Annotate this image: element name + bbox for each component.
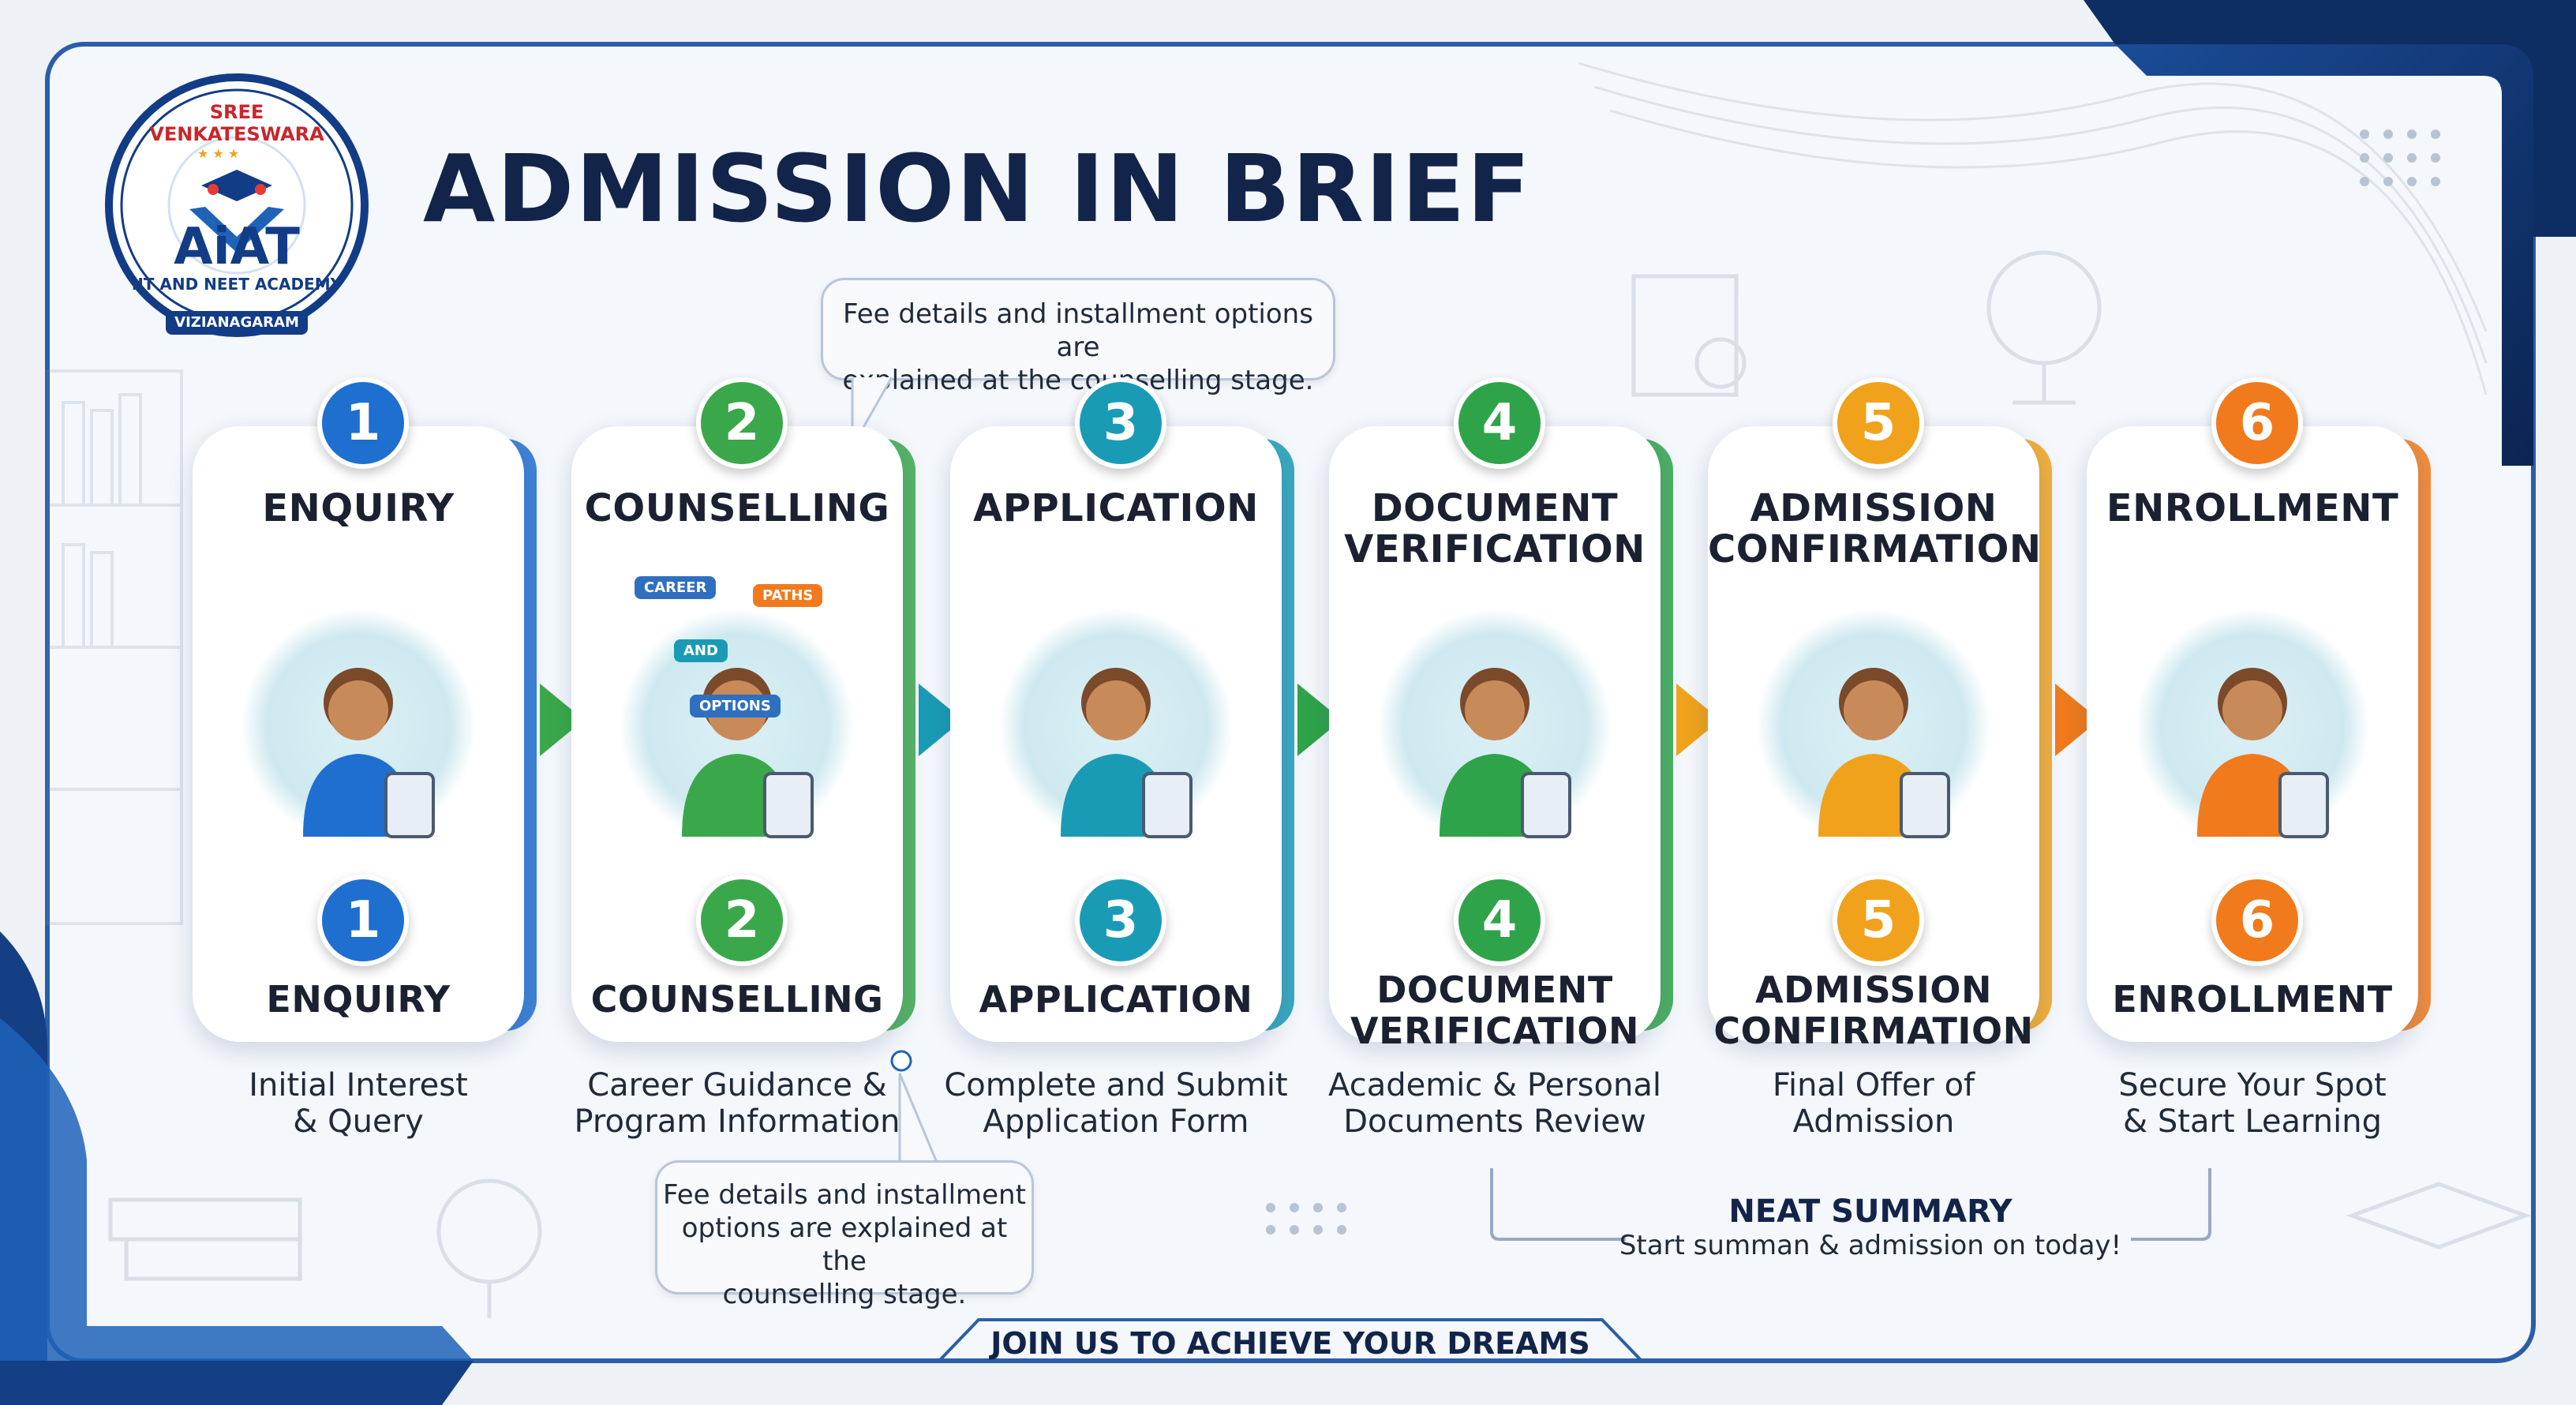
student-phone-icon (303, 668, 435, 838)
step-description-line: & Query (293, 1103, 424, 1140)
step-number-badge-secondary: 2 (696, 875, 788, 966)
logo-arc-bottom: IIT AND NEET ACADEMY (131, 275, 343, 294)
step-description-line: & Start Learning (2123, 1103, 2382, 1140)
step-subtitle: COUNSELLING (571, 979, 903, 1020)
summary-text: Start summan & admission on today! (1619, 1230, 2122, 1261)
step-title: ENQUIRY (193, 488, 524, 529)
step-description-line: Initial Interest (249, 1067, 468, 1103)
callout-bottom-line2: options are explained at the (681, 1212, 1008, 1277)
step-subtitle-line: ADMISSION (1754, 969, 1993, 1011)
step-title-line: COUNSELLING (584, 486, 890, 530)
step-subtitle-line: APPLICATION (979, 978, 1253, 1021)
logo-arc-top: SREE VENKATESWARA (149, 101, 324, 145)
callout-bottom-line3: counselling stage. (722, 1279, 967, 1310)
footer-tagline: JOIN US TO ACHIEVE YOUR DREAMS (990, 1326, 1590, 1361)
step-subtitle-line: DOCUMENT (1376, 969, 1613, 1011)
step-subtitle: ENROLLMENT (2087, 979, 2418, 1020)
callout-top: Fee details and installment options are … (821, 278, 1335, 396)
logo-emblem-icon: ★ ★ ★ (105, 73, 369, 337)
step-description: Secure Your Spot& Start Learning (2047, 1067, 2458, 1140)
step-description-line: Final Offer of (1772, 1067, 1975, 1103)
step-subtitle-line: ENROLLMENT (2112, 978, 2393, 1021)
step-title: COUNSELLING (571, 488, 903, 529)
step-title: ENROLLMENT (2087, 488, 2418, 529)
callout-bottom-line1: Fee details and installment (663, 1179, 1026, 1211)
callout-bottom-tail (890, 1050, 941, 1175)
step-number-badge: 6 (2211, 377, 2303, 469)
step-subtitle-line: ENQUIRY (266, 978, 451, 1021)
step-description-line: Secure Your Spot (2118, 1067, 2387, 1103)
step-title-line: VERIFICATION (1344, 527, 1646, 571)
step-number-badge: 3 (1075, 377, 1166, 469)
counselling-session-icon (682, 668, 814, 838)
step-number-badge-secondary: 6 (2211, 875, 2303, 966)
callout-bottom: Fee details and installment options are … (655, 1160, 1034, 1310)
step-description-line: Application Form (983, 1103, 1249, 1140)
step-number-badge: 5 (1833, 377, 1924, 469)
callout-top-line1: Fee details and installment options are (843, 298, 1313, 363)
signpost-label: PATHS (753, 584, 823, 607)
academy-logo: ★ ★ ★ SREE VENKATESWARA AiAT IIT AND NEE… (103, 71, 371, 339)
step-title-line: ADMISSION (1750, 486, 1998, 530)
step-description-line: Complete and Submit (944, 1067, 1288, 1103)
page-title: ADMISSION IN BRIEF (423, 134, 1532, 243)
graduate-student-icon (2197, 668, 2329, 838)
svg-text:★ ★ ★: ★ ★ ★ (197, 146, 239, 161)
signpost-label: OPTIONS (690, 695, 781, 717)
student-confirmation-icon (1818, 668, 1950, 838)
step-number-badge: 4 (1454, 377, 1545, 469)
summary-heading: NEAT SUMMARY (1728, 1193, 2012, 1230)
step-number-badge-secondary: 5 (1833, 875, 1924, 966)
step-title-line: CONFIRMATION (1708, 527, 2042, 571)
step-subtitle-line: CONFIRMATION (1713, 1010, 2034, 1052)
step-subtitle-line: COUNSELLING (590, 978, 884, 1021)
step-subtitle: APPLICATION (950, 979, 1282, 1020)
step-description: Career Guidance &Program Information (532, 1067, 942, 1140)
step-title-line: ENROLLMENT (2106, 486, 2399, 530)
step-subtitle: ENQUIRY (193, 979, 524, 1020)
step-title-line: APPLICATION (973, 486, 1259, 530)
step-number-badge-secondary: 3 (1075, 875, 1166, 966)
step-description-line: Academic & Personal (1328, 1067, 1661, 1103)
logo-brand: AiAT (174, 218, 300, 276)
step-number-badge: 1 (317, 377, 409, 469)
step-description-line: Program Information (574, 1103, 900, 1140)
callout-top-line2: explained at the counselling stage. (842, 365, 1314, 396)
step-number-badge: 2 (696, 377, 788, 469)
step-description-line: Documents Review (1343, 1103, 1646, 1140)
student-tablet-icon (1061, 668, 1193, 838)
step-description: Initial Interest& Query (153, 1067, 564, 1140)
step-title: APPLICATION (950, 488, 1282, 529)
document-checklist-icon (1440, 668, 1571, 838)
signpost-label: CAREER (635, 576, 717, 599)
signpost-label: AND (674, 639, 728, 662)
logo-location: VIZIANAGARAM (166, 311, 308, 335)
step-subtitle-line: VERIFICATION (1350, 1010, 1639, 1052)
step-title-line: DOCUMENT (1371, 486, 1619, 530)
step-number-badge-secondary: 4 (1454, 875, 1545, 966)
step-description-line: Career Guidance & (587, 1067, 887, 1103)
step-number-badge-secondary: 1 (317, 875, 409, 966)
step-title-line: ENQUIRY (262, 486, 455, 530)
step-description-line: Admission (1792, 1103, 1955, 1140)
